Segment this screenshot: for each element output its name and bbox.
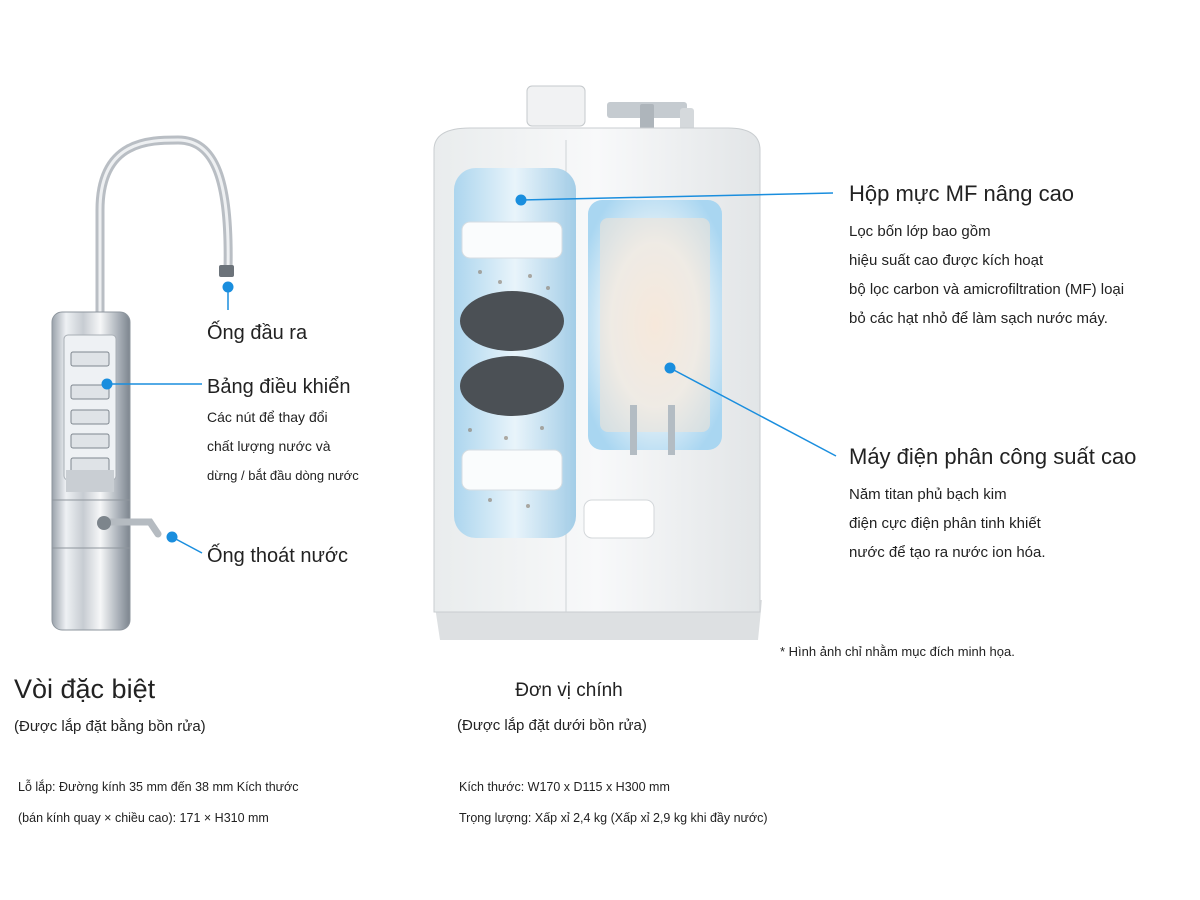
faucet-drawing	[51, 135, 234, 631]
electrolyzer-line: nước để tạo ra nước ion hóa.	[849, 544, 1046, 561]
outlet-label: Ống đầu ra	[207, 322, 308, 344]
control-panel-line: dừng / bắt đầu dòng nước	[207, 468, 359, 483]
drain-label: Ống thoát nước	[207, 545, 349, 567]
cartridge-label: Hộp mực MF nâng cao	[849, 181, 1075, 206]
main-unit-drawing	[433, 85, 762, 640]
control-panel-line: chất lượng nước và	[207, 438, 331, 454]
control-panel-label: Bảng điều khiển	[207, 376, 351, 398]
cartridge-callout: Hộp mực MF nâng cao Lọc bốn lớp bao gồm …	[849, 181, 1124, 333]
faucet-spec-line: Lỗ lắp: Đường kính 35 mm đến 38 mm Kích …	[18, 780, 299, 794]
electrolyzer-label: Máy điện phân công suất cao	[849, 444, 1137, 469]
main-unit-spec-line: Kích thước: W170 x D115 x H300 mm	[459, 780, 670, 794]
electrolyzer-line: điện cực điện phân tinh khiết	[849, 515, 1041, 532]
electrolyzer-callout: Máy điện phân công suất cao Năm titan ph…	[849, 444, 1136, 567]
electrolyzer-line: Năm titan phủ bạch kim	[849, 486, 1007, 503]
cartridge-line: bộ lọc carbon và amicrofiltration (MF) l…	[849, 281, 1125, 298]
faucet-spec-line: (bán kính quay × chiều cao): 171 × H310 …	[18, 811, 269, 825]
control-panel-description: Các nút để thay đổi chất lượng nước và d…	[207, 403, 359, 490]
main-unit-subheading: (Được lắp đặt dưới bồn rửa)	[457, 717, 647, 734]
cartridge-description: Lọc bốn lớp bao gồm hiệu suất cao được k…	[849, 217, 1124, 333]
cartridge-line: Lọc bốn lớp bao gồm	[849, 223, 991, 240]
electrolyzer-description: Năm titan phủ bạch kim điện cực điện phâ…	[849, 480, 1136, 567]
cartridge-line: hiệu suất cao được kích hoạt	[849, 252, 1044, 269]
faucet-subheading: (Được lắp đặt bằng bồn rửa)	[14, 718, 206, 735]
main-unit-heading: Đơn vị chính	[515, 680, 623, 701]
cartridge-line: bỏ các hạt nhỏ để làm sạch nước máy.	[849, 310, 1108, 327]
callout-leaders	[101, 192, 837, 554]
control-panel-line: Các nút để thay đổi	[207, 409, 328, 425]
control-panel-callout: Bảng điều khiển Các nút để thay đổi chất…	[207, 376, 359, 490]
faucet-heading: Vòi đặc biệt	[14, 674, 156, 704]
disclaimer-note: * Hình ảnh chỉ nhằm mục đích minh họa.	[780, 644, 1015, 659]
main-unit-spec-line: Trọng lượng: Xấp xỉ 2,4 kg (Xấp xỉ 2,9 k…	[459, 811, 768, 825]
